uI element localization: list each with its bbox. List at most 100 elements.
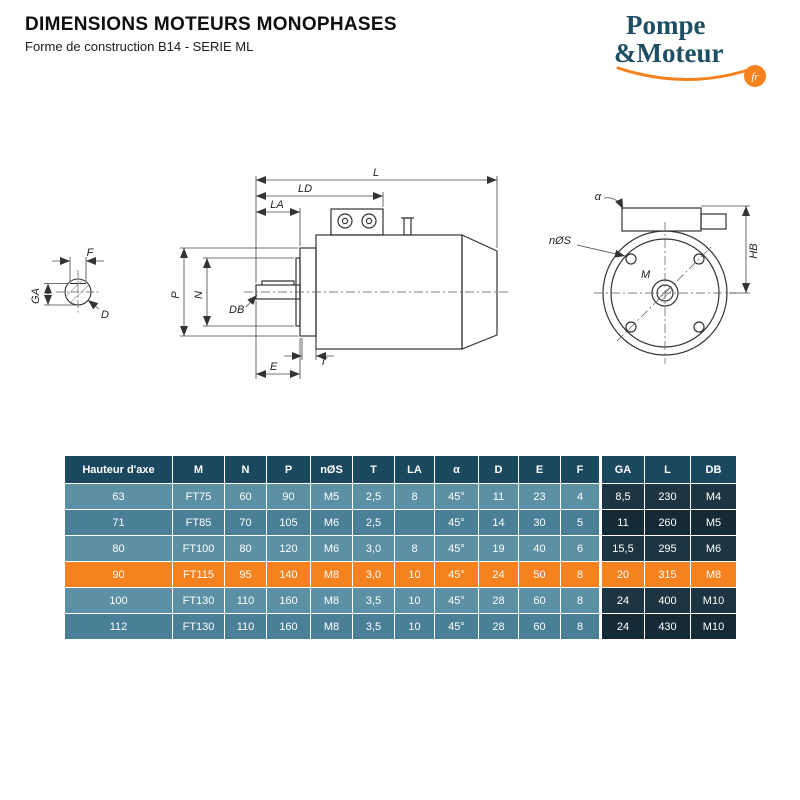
table-cell: 28 (478, 587, 519, 614)
table-cell: 80 (224, 535, 267, 562)
column-header: F (560, 455, 601, 484)
table-cell: FT130 (172, 613, 225, 640)
table-cell: FT115 (172, 561, 225, 588)
table-cell: 295 (644, 535, 691, 562)
logo: Pompe &Moteur fr (614, 12, 774, 92)
table-cell: 10 (394, 587, 435, 614)
table-cell: 8 (560, 561, 601, 588)
table-cell: 2,5 (352, 483, 395, 510)
dim-label-M: M (641, 269, 651, 281)
column-header: D (478, 455, 519, 484)
table-cell: 110 (224, 587, 267, 614)
table-cell: 19 (478, 535, 519, 562)
dim-label-E: E (270, 361, 278, 373)
table-cell: 6 (560, 535, 601, 562)
technical-drawing: F GA D (30, 167, 760, 379)
column-header: DB (690, 455, 737, 484)
table-cell: M5 (690, 509, 737, 536)
table-cell: 3,5 (352, 587, 395, 614)
motor-side-view: L LD LA P N DB T E (170, 167, 510, 379)
header: DIMENSIONS MOTEURS MONOPHASES Forme de c… (25, 14, 397, 54)
table-cell: 30 (518, 509, 561, 536)
column-header: GA (599, 455, 645, 484)
table-cell: 315 (644, 561, 691, 588)
shaft-end-view: F GA D (30, 247, 109, 321)
column-header: M (172, 455, 225, 484)
table-cell: 160 (266, 587, 311, 614)
table-cell: 11 (599, 509, 645, 536)
logo-swoosh: fr (616, 65, 766, 87)
table-cell: 90 (266, 483, 311, 510)
table-cell: M5 (310, 483, 353, 510)
column-header: L (644, 455, 691, 484)
table-cell: 230 (644, 483, 691, 510)
column-header: N (224, 455, 267, 484)
column-header: nØS (310, 455, 353, 484)
table-cell: 430 (644, 613, 691, 640)
dim-label-F: F (87, 247, 95, 259)
table-cell: M8 (310, 561, 353, 588)
table-cell: 8 (560, 587, 601, 614)
table-cell: 45° (434, 483, 479, 510)
table-cell: FT130 (172, 587, 225, 614)
column-header: LA (394, 455, 435, 484)
column-header: T (352, 455, 395, 484)
table-cell: 50 (518, 561, 561, 588)
table-cell: 20 (599, 561, 645, 588)
table-cell: 3,5 (352, 613, 395, 640)
table-cell: 8 (394, 535, 435, 562)
table-cell: M10 (690, 613, 737, 640)
dim-label-LD: LD (298, 183, 312, 195)
dim-label-GA: GA (30, 288, 42, 304)
table-cell: 70 (224, 509, 267, 536)
table-cell: 45° (434, 613, 479, 640)
logo-text-line2: &Moteur (614, 38, 724, 68)
table-cell: 3,0 (352, 535, 395, 562)
dim-label-N: N (193, 291, 205, 299)
table-cell: 63 (64, 483, 173, 510)
table-cell: 140 (266, 561, 311, 588)
table-cell: 71 (64, 509, 173, 536)
table-cell: 80 (64, 535, 173, 562)
column-header: Hauteur d'axe (64, 455, 173, 484)
table-cell: 260 (644, 509, 691, 536)
table-cell: 3,0 (352, 561, 395, 588)
table-cell: M8 (310, 613, 353, 640)
table-cell: FT75 (172, 483, 225, 510)
table-cell: 45° (434, 561, 479, 588)
table-cell: 8 (394, 483, 435, 510)
dim-label-HB: HB (748, 243, 760, 258)
column-header: α (434, 455, 479, 484)
table-cell: 45° (434, 509, 479, 536)
table-cell: 105 (266, 509, 311, 536)
table-cell: 160 (266, 613, 311, 640)
table-cell: 45° (434, 587, 479, 614)
table-cell: 95 (224, 561, 267, 588)
table-cell: 112 (64, 613, 173, 640)
table-cell: 2,5 (352, 509, 395, 536)
table-cell: 8,5 (599, 483, 645, 510)
dim-label-T: T (320, 356, 328, 368)
dim-label-nOS: nØS (549, 235, 572, 247)
dim-label-L: L (373, 167, 379, 179)
column-header: P (266, 455, 311, 484)
dim-label-D: D (101, 309, 109, 321)
table-cell: M6 (310, 535, 353, 562)
table-cell: 5 (560, 509, 601, 536)
table-cell: 60 (518, 587, 561, 614)
dim-label-LA: LA (270, 199, 283, 211)
table-cell: 40 (518, 535, 561, 562)
table-cell: M6 (310, 509, 353, 536)
table-cell: 28 (478, 613, 519, 640)
table-cell: 24 (599, 613, 645, 640)
table-cell: 60 (518, 613, 561, 640)
table-cell: 10 (394, 613, 435, 640)
